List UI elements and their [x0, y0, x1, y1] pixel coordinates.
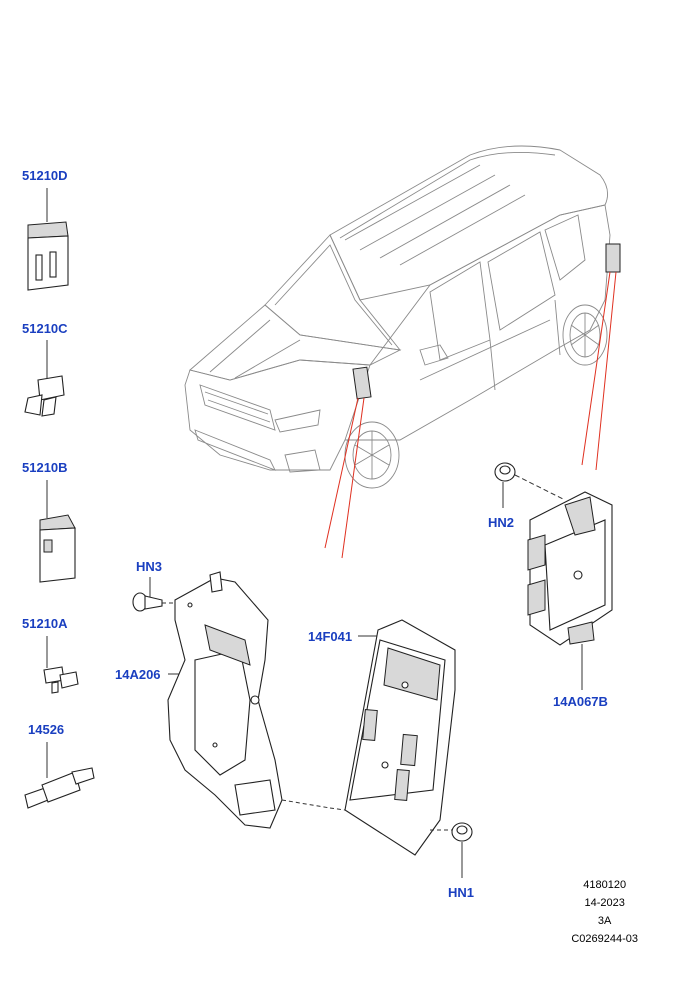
illustration-code: C0269244-03 — [571, 933, 638, 945]
nut-HN1-part — [430, 822, 473, 878]
module-14A067B-part — [527, 491, 613, 690]
relay-51210D-part — [27, 188, 69, 291]
bolt-HN3-part — [132, 577, 182, 612]
reference-number: 4180120 — [583, 879, 627, 891]
callout-14526[interactable]: 14526 — [28, 722, 64, 737]
fuse-51210A-part — [43, 636, 79, 694]
vehicle-illustration — [184, 145, 621, 489]
nut-HN2-part — [494, 462, 566, 508]
callout-HN2[interactable]: HN2 — [488, 515, 514, 530]
callout-14F041[interactable]: 14F041 — [308, 629, 352, 644]
callout-51210B[interactable]: 51210B — [22, 460, 68, 475]
model-years: 14-2023 — [584, 897, 625, 909]
callout-14A067B[interactable]: 14A067B — [553, 694, 608, 709]
callout-14A206[interactable]: 14A206 — [115, 667, 161, 682]
callout-51210C[interactable]: 51210C — [22, 321, 68, 336]
leader-red-2 — [341, 397, 365, 559]
callout-HN3[interactable]: HN3 — [136, 559, 162, 574]
callout-HN1[interactable]: HN1 — [448, 885, 474, 900]
callout-51210A[interactable]: 51210A — [22, 616, 68, 631]
leader-red-1 — [324, 397, 359, 549]
module-14F041-part — [329, 619, 456, 856]
fuse-51210C-part — [24, 340, 65, 417]
diagram-reference-block: 4180120 14-2023 3A C0269244-03 — [571, 876, 638, 948]
revision: 3A — [597, 915, 612, 927]
bracket-14A206-part — [167, 571, 331, 829]
callout-51210D[interactable]: 51210D — [22, 168, 68, 183]
leader-red-4 — [595, 271, 617, 471]
fuse-14526-part — [24, 742, 95, 809]
fuse-51210B-part — [39, 480, 76, 583]
leader-red-3 — [581, 271, 611, 466]
